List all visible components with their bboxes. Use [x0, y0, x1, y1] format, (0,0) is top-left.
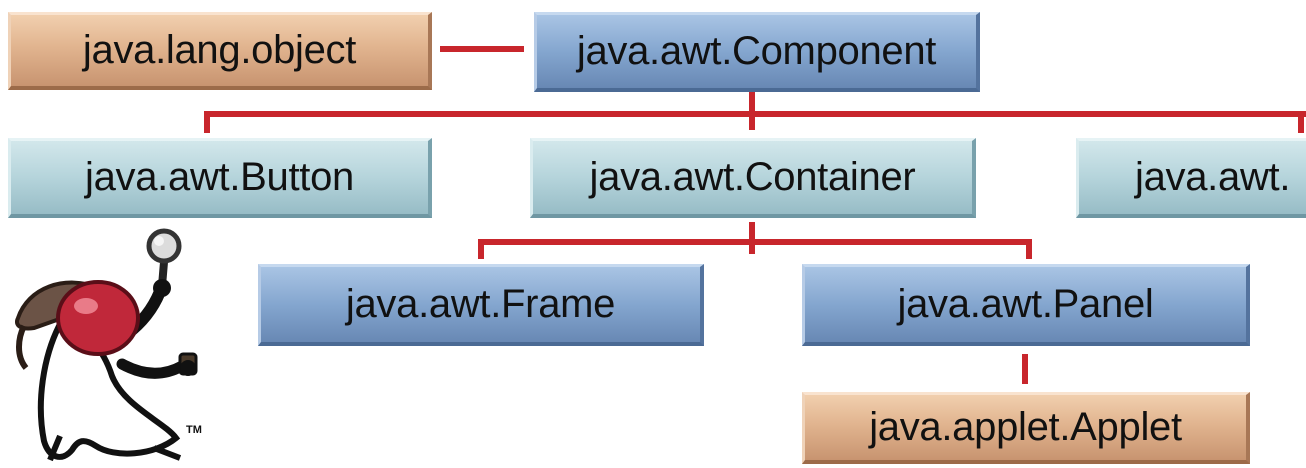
connector-level2-bus [478, 239, 1032, 245]
node-java-awt-frame: java.awt.Frame [258, 264, 704, 346]
connector-to-button [204, 111, 210, 133]
connector-to-partial [1298, 111, 1304, 133]
node-java-awt-panel: java.awt.Panel [802, 264, 1250, 346]
node-java-applet-applet: java.applet.Applet [802, 392, 1250, 464]
connector-to-panel [1026, 239, 1032, 259]
node-java-awt-button: java.awt.Button [8, 138, 432, 218]
duke-detective-icon [15, 228, 198, 462]
connector-to-frame [478, 239, 484, 259]
connector-panel-applet [1022, 354, 1028, 384]
connector-container-stem [749, 222, 755, 254]
node-java-lang-object: java.lang.object [8, 12, 432, 90]
node-java-awt-container: java.awt.Container [530, 138, 976, 218]
node-java-awt-component: java.awt.Component [534, 12, 980, 92]
connector-level1-bus [204, 111, 1306, 117]
connector-object-component [440, 46, 524, 52]
node-java-awt-partial: java.awt. [1076, 138, 1306, 218]
trademark-label: TM [186, 424, 202, 436]
